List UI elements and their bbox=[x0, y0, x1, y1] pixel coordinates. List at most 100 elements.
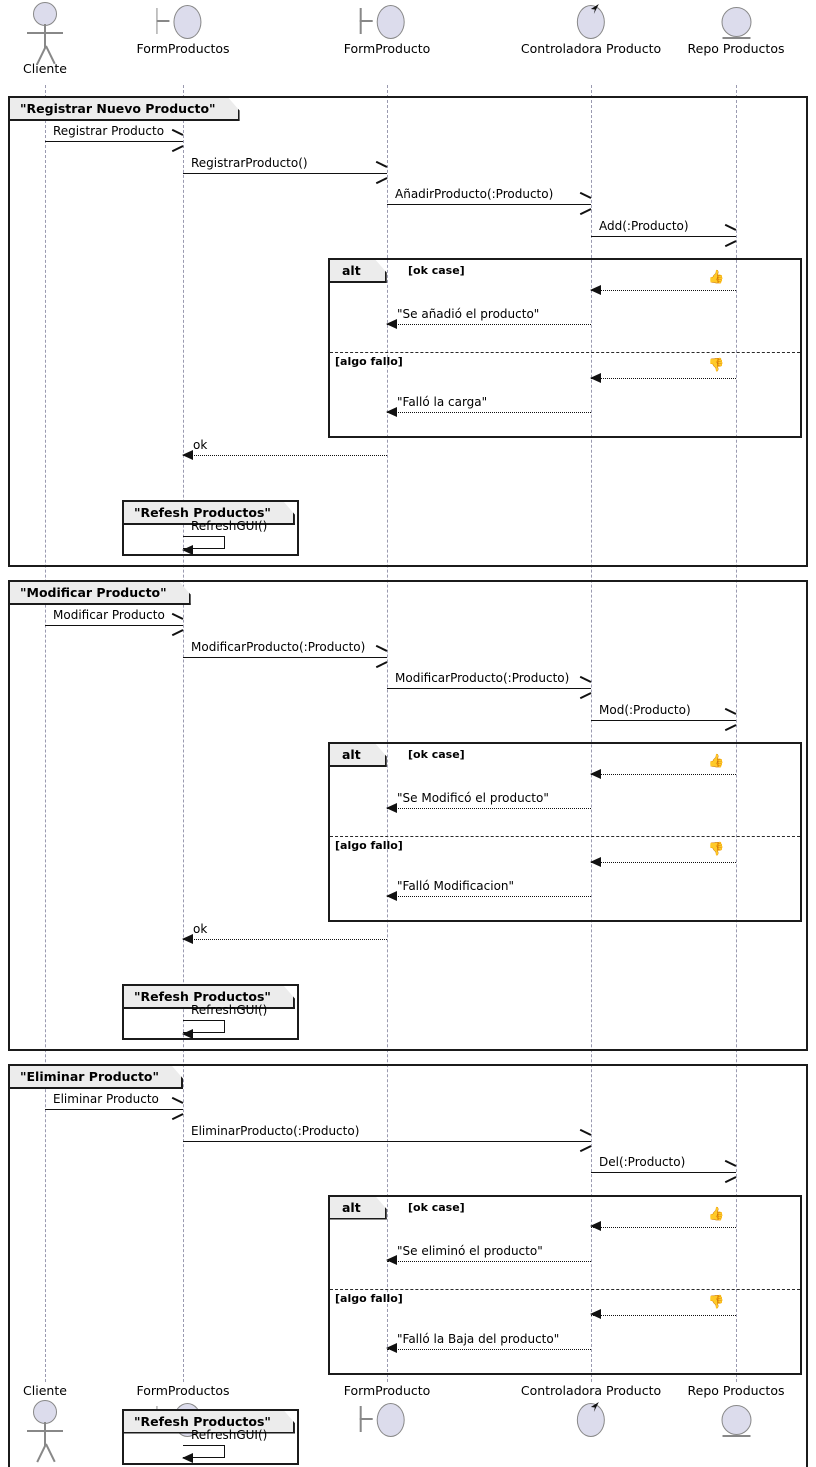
actor-head-icon bbox=[33, 1400, 57, 1424]
boundary-circle-icon bbox=[376, 5, 405, 39]
message-line bbox=[387, 204, 591, 205]
self-message-top-line bbox=[183, 1020, 225, 1021]
self-message-bottom-line bbox=[183, 548, 225, 549]
message-label: ModificarProducto(:Producto) bbox=[395, 671, 570, 685]
control-circle-icon bbox=[577, 5, 605, 39]
lifeline-2 bbox=[387, 85, 388, 1382]
actor-body-icon bbox=[44, 1422, 46, 1446]
entity-icon bbox=[696, 0, 776, 42]
self-message-refreshgui-0: RefreshGUI() bbox=[182, 519, 267, 555]
alt-guard-label: [ok case] bbox=[408, 748, 465, 761]
self-message-refreshgui-2: RefreshGUI() bbox=[182, 1428, 267, 1463]
participant-label: FormProducto bbox=[343, 1383, 431, 1398]
participant-4-head: Repo Productos bbox=[688, 0, 785, 56]
alt-branch-divider bbox=[330, 352, 800, 353]
alt-branch-divider bbox=[330, 836, 800, 837]
message-line bbox=[591, 1226, 736, 1228]
boundary-arm-icon bbox=[359, 20, 373, 22]
participant-1-head: FormProductos bbox=[136, 0, 230, 56]
arrowhead-icon bbox=[374, 644, 388, 668]
actor-head-icon bbox=[33, 2, 57, 26]
participant-0-foot: Cliente bbox=[15, 1384, 75, 1463]
message-label: Registrar Producto bbox=[53, 124, 165, 138]
participant-label: Cliente bbox=[23, 61, 67, 76]
arrowhead-icon bbox=[590, 372, 601, 383]
message-line bbox=[183, 656, 387, 658]
arrowhead-icon bbox=[182, 1453, 193, 1463]
arrowhead-icon bbox=[170, 1096, 184, 1120]
arrowhead-icon bbox=[386, 318, 397, 329]
alt-operator-label: alt bbox=[330, 744, 387, 767]
message-line bbox=[387, 1348, 591, 1350]
self-message-right-line bbox=[224, 1020, 225, 1033]
message-label: 👎 bbox=[708, 1294, 725, 1310]
self-message-refreshgui-1: RefreshGUI() bbox=[182, 1003, 267, 1039]
message-label: "Se añadió el producto" bbox=[397, 307, 540, 321]
participant-label: FormProductos bbox=[136, 41, 230, 56]
message-line bbox=[591, 719, 736, 721]
arrowhead-icon bbox=[386, 890, 397, 901]
message-label: EliminarProducto(:Producto) bbox=[191, 1123, 360, 1138]
boundary-icon bbox=[347, 1398, 427, 1440]
arrowhead-icon bbox=[578, 675, 592, 699]
self-message-bottom-line bbox=[183, 1456, 225, 1458]
message-line bbox=[591, 774, 736, 775]
arrowhead-icon bbox=[374, 160, 388, 184]
message-label: ModificarProducto(:Producto) bbox=[191, 639, 366, 654]
participant-3-head: Controladora Producto bbox=[521, 0, 661, 56]
message-label: 👍 bbox=[708, 1206, 725, 1222]
actor-right-leg-icon bbox=[45, 45, 56, 65]
actor-left-leg-icon bbox=[36, 45, 47, 65]
message-label: Modificar Producto bbox=[53, 608, 165, 622]
arrowhead-icon bbox=[590, 768, 601, 779]
fragment-label: "Modificar Producto" bbox=[10, 582, 191, 605]
arrowhead-icon bbox=[590, 856, 601, 867]
arrowhead-icon bbox=[578, 1128, 592, 1152]
message-line bbox=[387, 896, 591, 897]
message-label: "Se eliminó el producto" bbox=[397, 1243, 543, 1258]
entity-baseline-icon bbox=[722, 37, 750, 39]
refresh-fragment-1: "Refesh Productos" bbox=[122, 984, 299, 1040]
entity-circle-icon bbox=[721, 7, 751, 37]
self-message-right-line bbox=[224, 536, 225, 549]
arrowhead-icon bbox=[590, 284, 601, 295]
arrowhead-icon bbox=[182, 544, 193, 555]
message-line bbox=[183, 455, 387, 456]
lifeline-0 bbox=[45, 85, 46, 1382]
participant-label: Controladora Producto bbox=[520, 41, 662, 56]
message-line bbox=[387, 324, 591, 325]
message-line bbox=[591, 1172, 736, 1173]
alt-operator-label: alt bbox=[330, 260, 387, 283]
boundary-arm-icon bbox=[155, 20, 169, 22]
message-line bbox=[183, 172, 387, 174]
self-message-label: RefreshGUI() bbox=[191, 1427, 268, 1442]
participant-3-foot: Controladora Producto bbox=[521, 1384, 661, 1440]
actor-body-icon bbox=[44, 24, 46, 48]
arrowhead-icon bbox=[170, 128, 184, 152]
arrowhead-icon bbox=[386, 1255, 397, 1265]
message-label: RegistrarProducto() bbox=[191, 155, 308, 170]
fragment-label: "Eliminar Producto" bbox=[10, 1066, 183, 1089]
refresh-fragment-2: "Refesh Productos" bbox=[122, 1408, 299, 1465]
message-line bbox=[591, 862, 736, 863]
participant-label: Repo Productos bbox=[687, 41, 785, 56]
fragment-0: "Registrar Nuevo Producto" bbox=[8, 96, 808, 567]
arrowhead-icon bbox=[578, 191, 592, 215]
alt-fragment-0: alt[ok case][algo fallo] bbox=[328, 258, 802, 438]
message-label: Eliminar Producto bbox=[53, 1092, 159, 1106]
message-line bbox=[387, 1260, 591, 1262]
alt-guard-label: [algo fallo] bbox=[335, 1291, 403, 1305]
actor-stick-figure-icon bbox=[15, 1398, 75, 1463]
message-line bbox=[45, 1109, 183, 1110]
participant-0-head: Cliente bbox=[15, 0, 75, 76]
lifeline-3 bbox=[591, 85, 592, 1382]
message-line bbox=[591, 1314, 736, 1316]
alt-guard-label: [algo fallo] bbox=[335, 839, 403, 852]
alt-branch-divider bbox=[330, 1288, 800, 1290]
self-message-top-line bbox=[183, 536, 225, 537]
refresh-fragment-label: "Refesh Productos" bbox=[124, 986, 295, 1009]
boundary-circle-icon bbox=[376, 1403, 405, 1437]
control-icon bbox=[551, 1398, 631, 1440]
self-message-label: RefreshGUI() bbox=[191, 1003, 268, 1017]
